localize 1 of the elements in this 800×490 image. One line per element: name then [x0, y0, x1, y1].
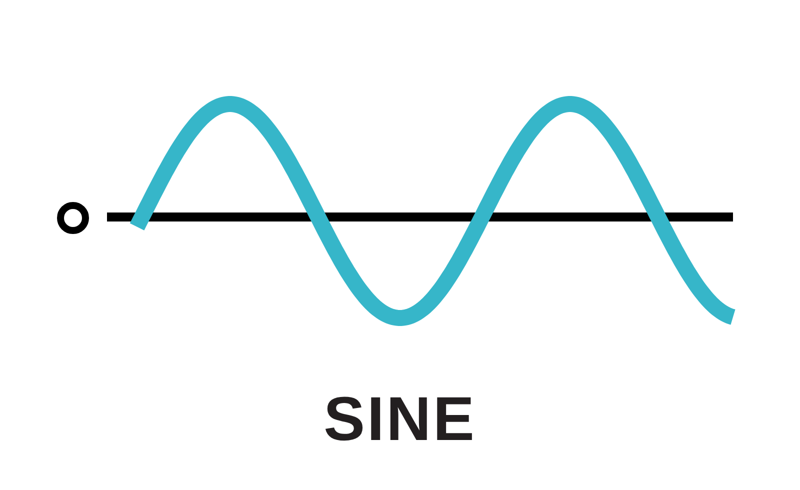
title: SINE: [324, 384, 476, 456]
